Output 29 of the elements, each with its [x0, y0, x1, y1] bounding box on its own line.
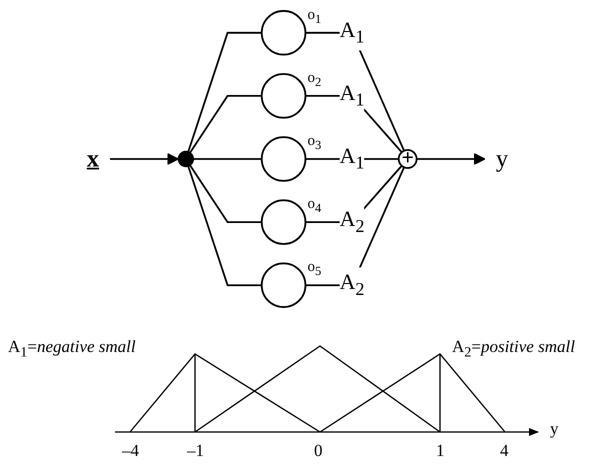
output-label: o$_{5}$: [307, 260, 322, 278]
neuron-circle: [260, 199, 306, 245]
input-dot: [178, 150, 194, 168]
neuron-circle: [260, 73, 306, 119]
arrow: [416, 152, 486, 166]
tick-label: 4: [500, 442, 508, 459]
axis-label: y: [550, 420, 558, 437]
neuron-circle: [260, 10, 306, 56]
output-label: o$_{2}$: [307, 71, 322, 89]
sum-circle: +: [398, 146, 418, 170]
membership-label: A$_{2}$=positive small: [452, 338, 575, 360]
neuron-circle: [260, 262, 306, 308]
tick-label: –4: [122, 442, 139, 459]
connector-line: [189, 164, 262, 223]
output-label: y: [496, 144, 508, 172]
output-label: o$_{3}$: [307, 134, 322, 152]
output-label: o$_{1}$: [307, 8, 322, 26]
arrow: [110, 152, 179, 166]
membership-label: A$_{1}$=negative small: [8, 338, 136, 360]
connector-line: [187, 166, 262, 286]
tick-label: 1: [436, 442, 444, 459]
input-label: x: [86, 144, 100, 172]
tick-label: –1: [187, 442, 204, 459]
neuron-circle: [260, 136, 306, 182]
tick-label: 0: [314, 442, 322, 459]
connector-line: [187, 32, 262, 152]
connector-line: [193, 158, 262, 160]
output-label: o$_{4}$: [307, 197, 322, 215]
connector-line: [189, 95, 262, 154]
